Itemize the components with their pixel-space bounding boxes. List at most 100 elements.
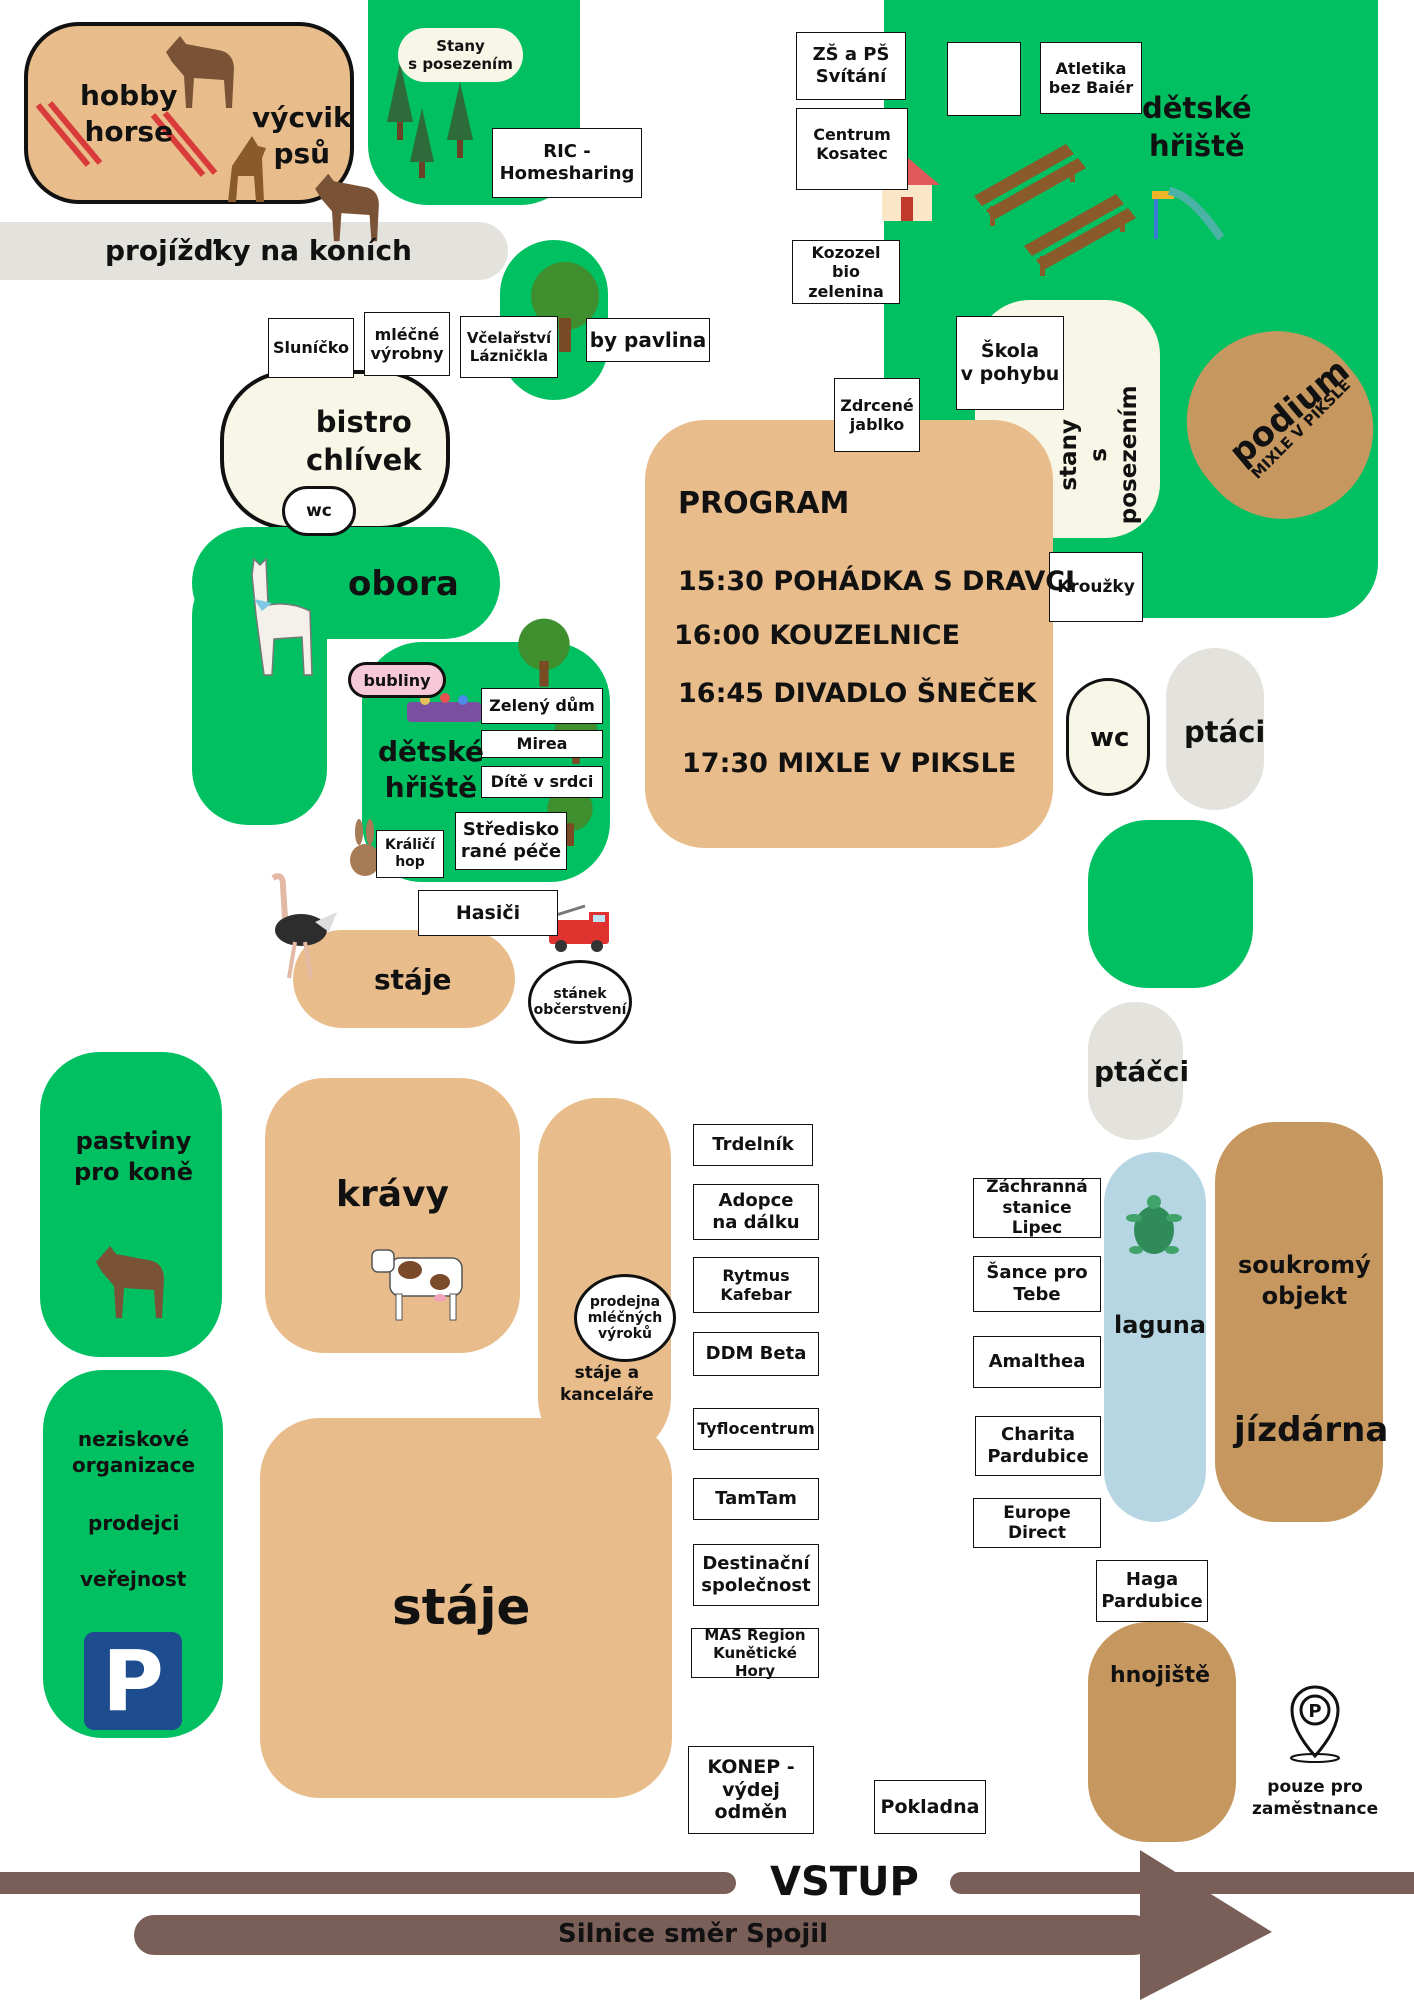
- projizdky-label: projížďky na koních: [105, 234, 412, 267]
- krouzky-box: Kroužky: [1049, 552, 1143, 622]
- pine-tree-icon: [387, 62, 413, 140]
- staje-big-zone: [260, 1418, 672, 1798]
- staje-big-label: stáje: [392, 1578, 531, 1636]
- wc-right-label: wc: [1090, 723, 1130, 753]
- vycvik-psu-label: výcvik psů: [252, 101, 352, 171]
- konep-box: KONEP - výdej odměn: [688, 1746, 814, 1834]
- slide-icon: [1152, 187, 1224, 241]
- centrum-kosatec-box: Centrum Kosatec: [796, 108, 908, 190]
- dite-v-srdci-box: Dítě v srdci: [481, 766, 603, 798]
- atletika-box: Atletika bez Baiér: [1040, 42, 1142, 114]
- ptacci-zone: [1088, 1002, 1183, 1140]
- jizdarna-zone: [1215, 1122, 1383, 1522]
- stany-posezenim-label: stany s posezením: [1056, 385, 1142, 525]
- haga-box: Haga Pardubice: [1096, 1560, 1208, 1622]
- bench-icon: [974, 144, 1086, 226]
- tamtam-box: TamTam: [693, 1478, 819, 1520]
- hurdle-icon: [35, 101, 218, 177]
- adopce-box: Adopce na dálku: [693, 1184, 819, 1240]
- program-item: 15:30 POHÁDKA S DRAVCI: [678, 566, 1076, 597]
- tree-icon: [531, 262, 599, 352]
- skola-v-pohybu-box: Škola v pohybu: [956, 316, 1064, 410]
- vstup-label: VSTUP: [770, 1859, 919, 1905]
- parking-pin-icon: P: [1290, 1685, 1340, 1763]
- green-square-right: [1088, 820, 1253, 988]
- mas-region-box: MAS Region Kunětické Hory: [691, 1626, 819, 1680]
- turtle-icon: [1126, 1195, 1182, 1254]
- wc-right-zone: [1066, 678, 1150, 796]
- amalthea-box: Amalthea: [973, 1336, 1101, 1388]
- tyflocentrum-box: Tyflocentrum: [693, 1408, 819, 1450]
- svg-text:P: P: [1308, 1701, 1321, 1722]
- destinacni-box: Destinační společnost: [693, 1544, 819, 1606]
- program-zone: [645, 420, 1053, 848]
- ric-homesharing-box: RIC - Homesharing: [492, 128, 642, 198]
- zeleny-dum-box: Zelený dům: [481, 688, 603, 724]
- jizdarna-label: jízdárna: [1234, 1410, 1389, 1450]
- silnice-label: Silnice směr Spojil: [558, 1919, 829, 1949]
- by-pavlina-box: by pavlina: [586, 318, 710, 362]
- program-item: 17:30 MIXLE V PIKSLE: [682, 748, 1017, 779]
- dog-icon: [228, 136, 266, 202]
- horse-icon: [166, 36, 234, 108]
- horse-icon: [96, 1246, 164, 1318]
- ptaci-label: ptáci: [1184, 715, 1266, 749]
- prodejci-label: prodejci: [88, 1511, 180, 1535]
- pouze-label: pouze pro zaměstnance: [1252, 1777, 1379, 1820]
- sance-box: Šance pro Tebe: [973, 1256, 1101, 1312]
- pine-tree-icon: [410, 108, 434, 178]
- hnojiste-label: hnojiště: [1110, 1663, 1211, 1688]
- blank-box: [947, 42, 1021, 116]
- staje-kancelare-label: stáje a kanceláře: [560, 1363, 654, 1406]
- zs-ps-svitani-box: ZŠ a PŠ Svítání: [796, 32, 906, 100]
- program-item: 16:45 DIVADLO ŠNEČEK: [678, 678, 1037, 709]
- rabbit-icon: [350, 819, 380, 876]
- kralici-hop-box: Králičí hop: [376, 830, 444, 878]
- program-item: 16:00 KOUZELNICE: [674, 620, 961, 651]
- ddm-beta-box: DDM Beta: [693, 1332, 819, 1376]
- staje-small-zone: [293, 930, 515, 1028]
- program-title: PROGRAM: [678, 486, 850, 521]
- europe-direct-box: Europe Direct: [973, 1498, 1101, 1548]
- ptacci-label: ptáčci: [1094, 1055, 1190, 1088]
- hnojiste-zone: [1088, 1622, 1236, 1842]
- horse-icon: [315, 173, 379, 242]
- slunicko-box: Sluníčko: [268, 318, 354, 378]
- parking-letter: P: [102, 1632, 164, 1730]
- stanek-pill: stánek občerstvení: [528, 960, 632, 1044]
- arrow-right-icon: [1140, 1850, 1272, 2000]
- mirea-box: Mirea: [481, 730, 603, 758]
- neziskove-label: neziskové organizace: [72, 1427, 196, 1477]
- road-upper-left: [0, 1872, 736, 1894]
- bubliny-pill: bubliny: [348, 662, 446, 698]
- mlecne-vyrobny-box: mléčné výrobny: [364, 312, 450, 376]
- llama-icon: [251, 557, 313, 676]
- verejnost-label: veřejnost: [80, 1567, 187, 1591]
- pastviny-zone: [40, 1052, 222, 1357]
- pine-tree-icon: [447, 82, 473, 158]
- road-lower: [134, 1915, 1154, 1955]
- prodejna-pill: prodejna mléčných výroků: [574, 1274, 676, 1362]
- parking-sign: P: [84, 1632, 182, 1730]
- bench-icon: [1024, 194, 1136, 276]
- bistro-label: bistro chlívek: [306, 405, 422, 477]
- staje-small-label: stáje: [374, 963, 452, 996]
- pastviny-label: pastviny pro koně: [74, 1127, 194, 1187]
- tree-icon: [518, 618, 570, 687]
- hobby-horse-label: hobby horse: [80, 79, 178, 149]
- laguna-label: laguna: [1114, 1311, 1206, 1339]
- kozozel-box: Kozozel bio zelenina: [792, 240, 900, 304]
- stredisko-box: Středisko rané péče: [455, 812, 567, 870]
- wc-small-pill: wc: [282, 486, 356, 536]
- soukromy-label: soukromý objekt: [1238, 1251, 1371, 1311]
- ptaci-zone: [1166, 648, 1264, 810]
- detske-hriste-top-label: dětské hřiště: [1142, 91, 1252, 163]
- charita-box: Charita Pardubice: [975, 1416, 1101, 1476]
- zachranna-box: Záchranná stanice Lipec: [973, 1177, 1101, 1238]
- cow-icon: [371, 1249, 463, 1321]
- trdelnik-box: Trdelník: [693, 1124, 813, 1166]
- pokladna-box: Pokladna: [874, 1780, 986, 1834]
- obora-label: obora: [348, 564, 459, 604]
- zdrcene-jablko-box: Zdrcené jablko: [834, 378, 920, 452]
- kravy-zone: [265, 1078, 520, 1353]
